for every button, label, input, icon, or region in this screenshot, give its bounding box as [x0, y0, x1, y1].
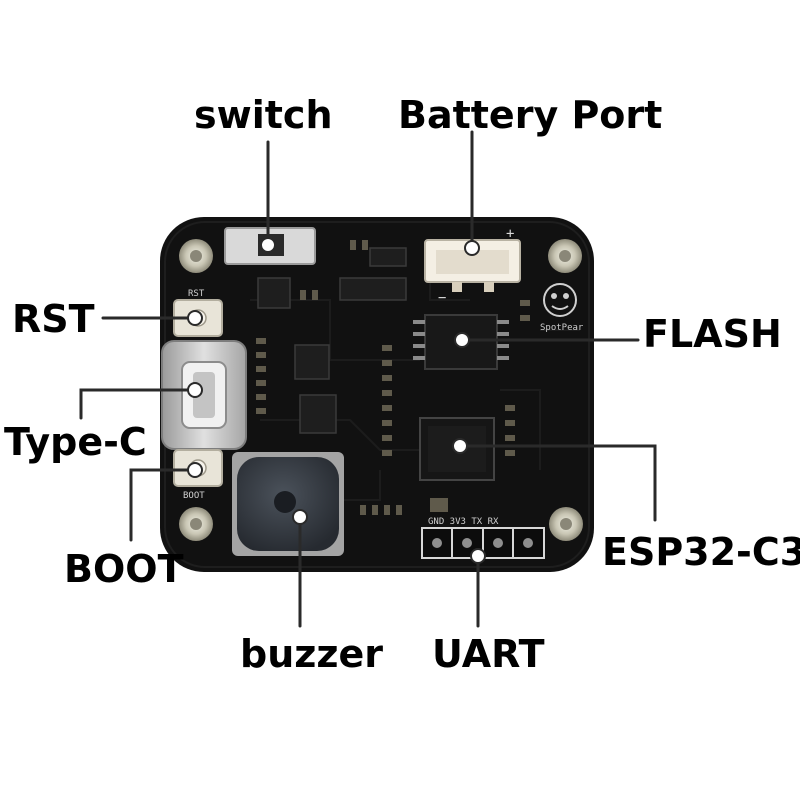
brand-silkscreen: SpotPear [540, 323, 584, 333]
label-type-c: Type-C [4, 420, 147, 464]
usb-c-port[interactable] [161, 340, 247, 450]
svg-text:+: + [506, 226, 514, 242]
leader-lines [79, 130, 657, 628]
svg-text:−: − [438, 290, 446, 306]
leader-markers [187, 237, 486, 564]
uart-pin-silkscreen: GND 3V3 TX RX [428, 517, 499, 527]
leader-esp32 [458, 444, 657, 522]
label-rst: RST [12, 297, 95, 341]
label-boot: BOOT [64, 547, 184, 591]
leader-boot [129, 468, 197, 542]
mounting-holes [179, 239, 583, 541]
brand-logo [543, 283, 577, 317]
boot-silkscreen: BOOT [183, 491, 205, 501]
label-flash: FLASH [643, 312, 782, 356]
label-buzzer: buzzer [240, 632, 384, 676]
rst-silkscreen: RST [188, 289, 205, 299]
label-battery-port: Battery Port [398, 93, 663, 137]
battery-connector: + − [424, 226, 521, 306]
passive-components [256, 240, 530, 515]
small-chips [257, 247, 407, 434]
label-esp32-c3: ESP32-C3 [602, 530, 800, 574]
label-uart: UART [432, 632, 545, 676]
leader-type-c [79, 388, 197, 420]
label-switch: switch [194, 93, 333, 137]
buzzer-component [232, 452, 344, 556]
